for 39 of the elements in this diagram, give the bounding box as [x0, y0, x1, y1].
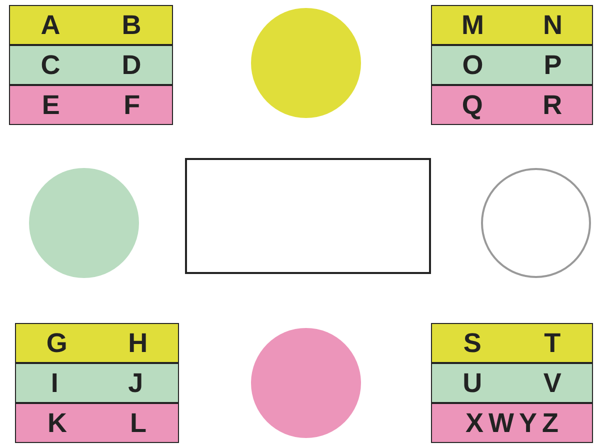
letter: F: [124, 90, 140, 120]
letter: T: [544, 328, 561, 358]
letter: S: [463, 328, 482, 358]
empty-rectangle: [185, 158, 431, 274]
table-row: [15, 323, 179, 363]
letter: E: [42, 90, 60, 120]
letter: J: [128, 368, 144, 398]
letter: B: [122, 10, 142, 40]
letter: X: [465, 408, 484, 438]
letter: Y: [518, 408, 537, 438]
letter: U: [462, 368, 482, 398]
letter: K: [48, 408, 67, 438]
letter: D: [122, 50, 142, 80]
letter: N: [543, 10, 562, 40]
letter: L: [130, 408, 146, 438]
letter: Z: [542, 408, 558, 438]
letter: H: [128, 328, 148, 358]
table-row: [9, 85, 173, 125]
table-row: [431, 5, 593, 45]
table-row: [15, 403, 179, 443]
letter: A: [40, 10, 60, 40]
letter: R: [542, 90, 562, 120]
table-row: [9, 5, 173, 45]
table-row: [431, 363, 593, 403]
letter: M: [462, 10, 484, 40]
table-row: [431, 403, 593, 443]
table-row: [431, 323, 593, 363]
table-row: [9, 45, 173, 85]
table-row: [431, 45, 593, 85]
letter: P: [544, 50, 562, 80]
table-row: [431, 85, 593, 125]
letter: Q: [462, 90, 483, 120]
table-row: [15, 363, 179, 403]
letter: V: [543, 368, 562, 398]
letter: W: [488, 408, 514, 438]
letter: O: [462, 50, 484, 80]
letter: I: [50, 368, 58, 398]
letter: G: [46, 328, 68, 358]
letter: C: [40, 50, 60, 80]
